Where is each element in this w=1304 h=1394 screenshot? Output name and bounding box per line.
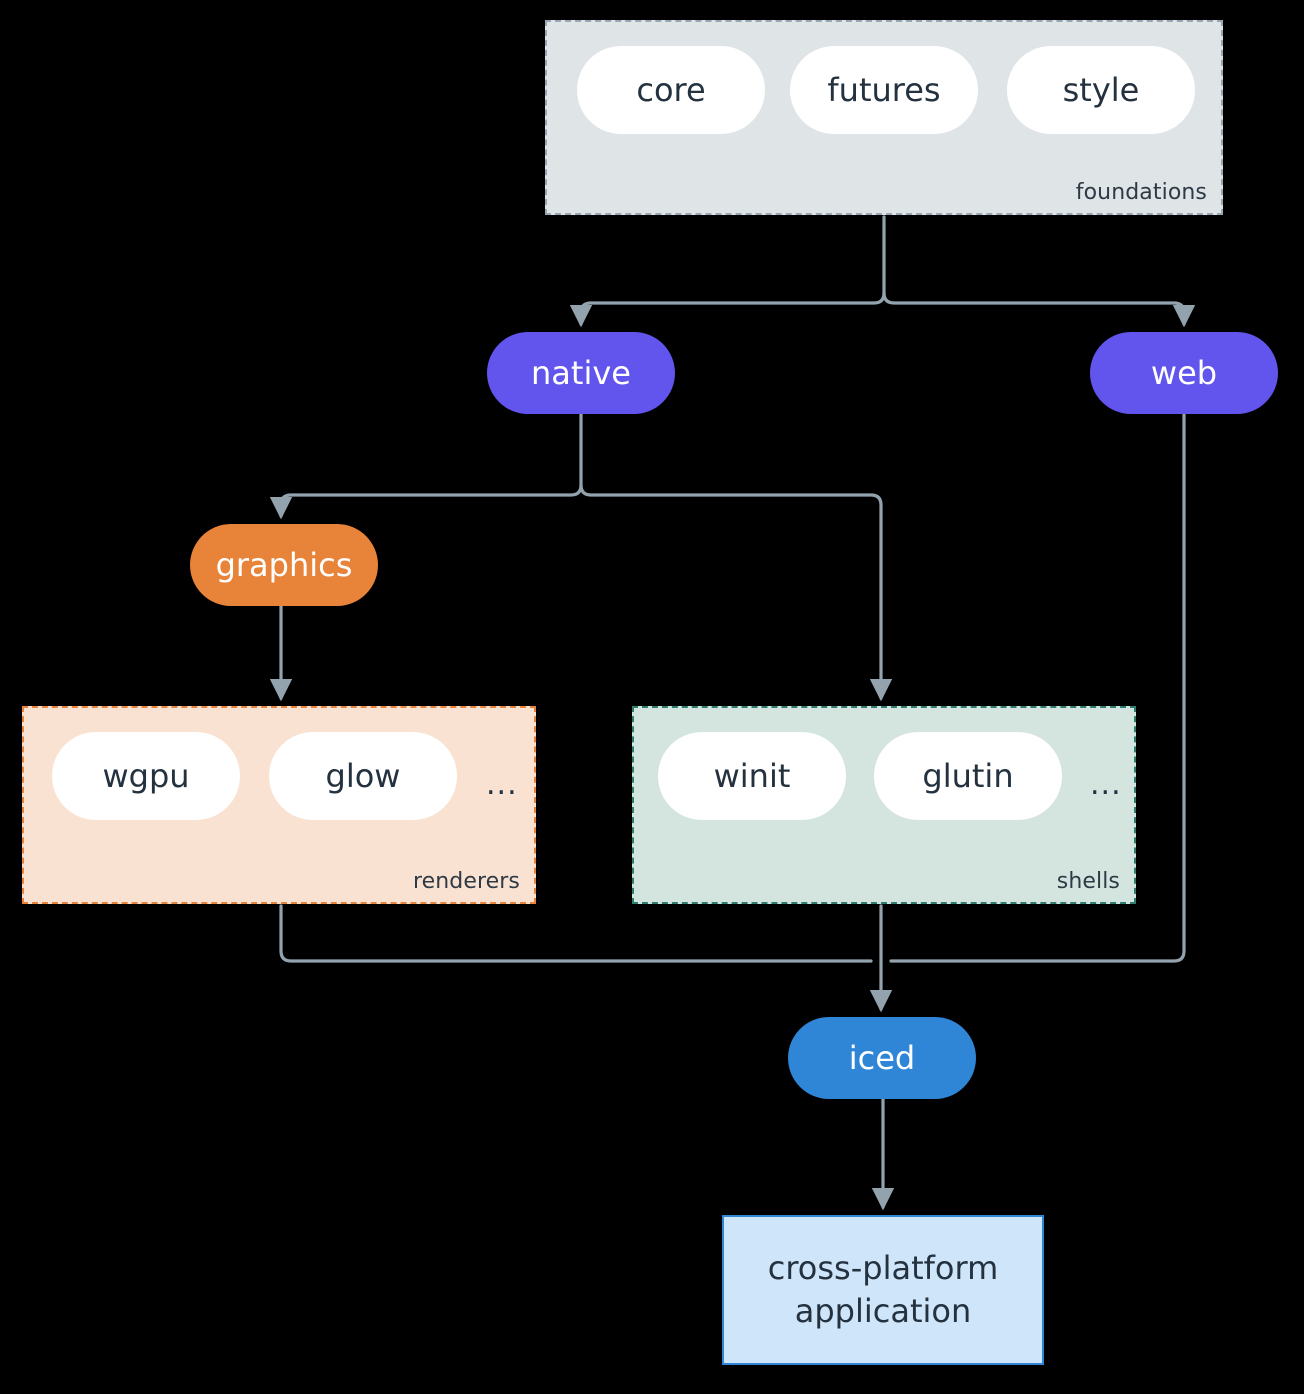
group-label-renderers: renderers [412, 869, 520, 894]
edge-native-to-graphics [269, 483, 583, 520]
node-iced[interactable]: iced [788, 1017, 976, 1099]
group-shells: winit glutin ... shells [632, 706, 1136, 904]
module-winit[interactable]: winit [658, 732, 846, 820]
module-glutin[interactable]: glutin [874, 732, 1062, 820]
module-glow[interactable]: glow [269, 732, 457, 820]
group-foundations: core futures style foundations [545, 20, 1223, 215]
renderers-pill-row: wgpu glow ... [24, 708, 534, 902]
node-native[interactable]: native [487, 332, 675, 414]
foundations-pill-row: core futures style [547, 22, 1221, 213]
group-label-shells: shells [1056, 869, 1120, 894]
module-futures[interactable]: futures [790, 46, 978, 134]
group-renderers: wgpu glow ... renderers [22, 706, 536, 904]
node-graphics[interactable]: graphics [190, 524, 378, 606]
module-style[interactable]: style [1007, 46, 1195, 134]
application-line-1: cross-platform [767, 1248, 999, 1287]
module-core[interactable]: core [577, 46, 765, 134]
edge-native-to-shells [579, 483, 893, 702]
group-label-foundations: foundations [1075, 180, 1207, 205]
node-web[interactable]: web [1090, 332, 1278, 414]
renderers-more-ellipsis: ... [486, 767, 518, 802]
shells-more-ellipsis: ... [1090, 767, 1122, 802]
edge-foundations-to-native [569, 291, 886, 328]
node-cross-platform-application[interactable]: cross-platform application [722, 1215, 1044, 1365]
module-wgpu[interactable]: wgpu [52, 732, 240, 820]
edge-foundations-to-web [882, 291, 1196, 328]
shells-pill-row: winit glutin ... [634, 708, 1134, 902]
edge-renderers-to-merge [279, 904, 873, 963]
application-line-2: application [794, 1292, 972, 1330]
